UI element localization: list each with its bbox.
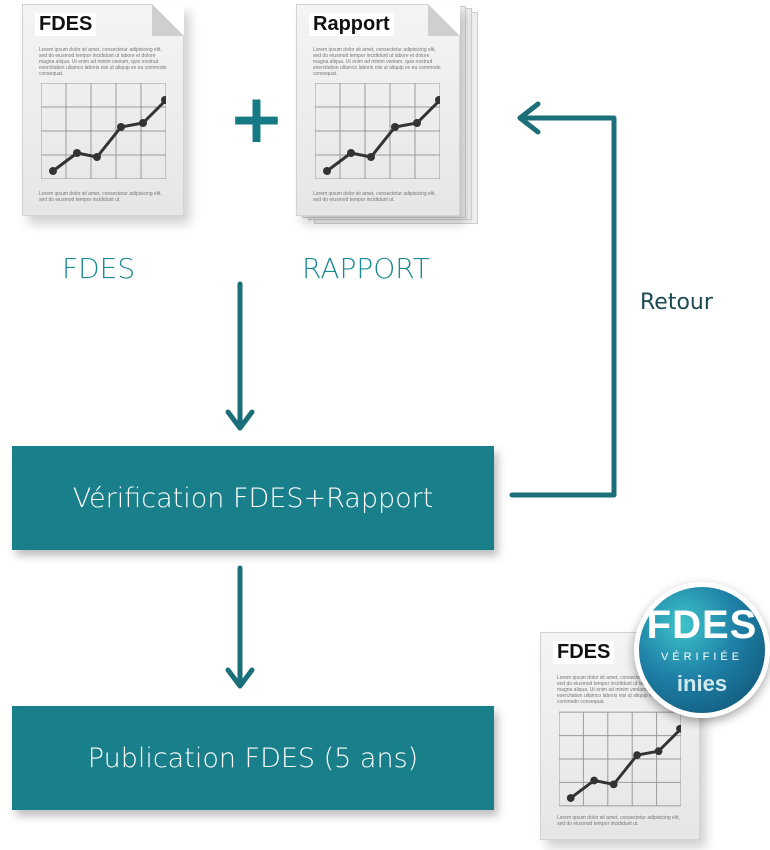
badge-brand: inies: [676, 671, 728, 696]
fdes-document-title: FDES: [35, 13, 97, 36]
verification-step: Vérification FDES+Rapport: [12, 446, 494, 550]
arrow-to-publication: [225, 565, 255, 689]
line-chart-icon: [559, 711, 681, 807]
publication-step: Publication FDES (5 ans): [12, 706, 494, 810]
published-document-footer-text: Lorem ipsum dolor sit amet, consectetur …: [557, 815, 680, 827]
retour-label: Retour: [640, 290, 713, 315]
plus-icon: +: [228, 80, 285, 159]
fdes-document-footer-text: Lorem ipsum dolor sit amet, consectetur …: [39, 191, 162, 203]
badge-subtitle: VÉRIFIÉE: [660, 651, 744, 663]
published-document-text: Lorem ipsum dolor sit amet, consectetur …: [557, 675, 680, 705]
rapport-document-text: Lorem ipsum dolor sit amet, consectetur …: [313, 47, 441, 77]
rapport-document-icon: Rapport Lorem ipsum dolor sit amet, cons…: [296, 4, 460, 216]
published-document-title: FDES: [553, 641, 615, 664]
fdes-document-icon: FDES Lorem ipsum dolor sit amet, consect…: [22, 4, 184, 216]
arrow-to-verification: [225, 281, 255, 431]
rapport-document-footer-text: Lorem ipsum dolor sit amet, consectetur …: [313, 191, 436, 203]
fdes-document-text: Lorem ipsum dolor sit amet, consectetur …: [39, 47, 167, 77]
line-chart-icon: [41, 83, 166, 179]
badge-title: FDES: [646, 603, 758, 647]
line-chart-icon: [315, 83, 440, 179]
fdes-verifiee-seal-icon: FDES VÉRIFIÉE inies: [634, 582, 770, 718]
fdes-label: FDES: [62, 252, 136, 285]
retour-arrow: [509, 101, 617, 498]
rapport-document-title: Rapport: [309, 13, 394, 36]
rapport-label: RAPPORT: [302, 252, 430, 285]
